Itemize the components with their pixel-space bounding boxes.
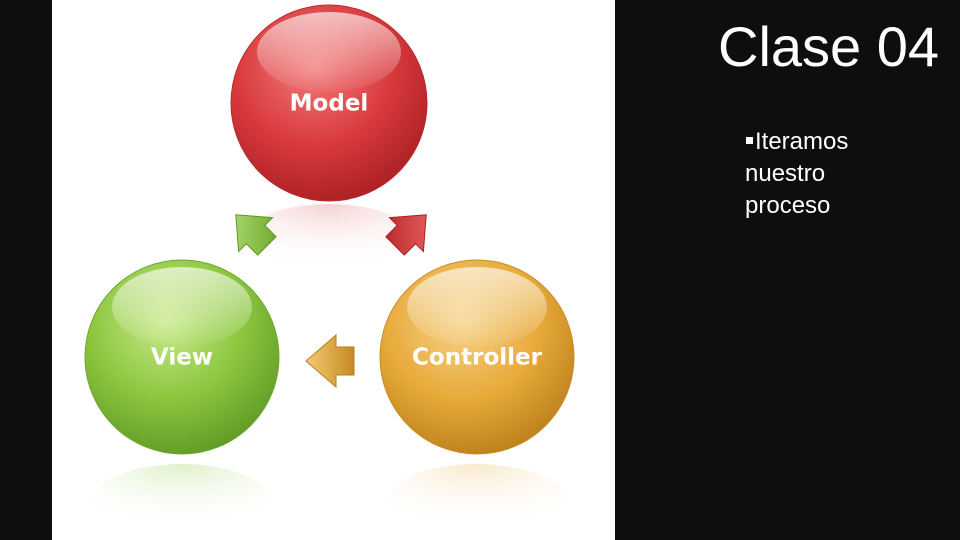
bullet-marker [746,137,753,144]
view-node: View [84,259,280,455]
controller-to-model-arrow [385,214,427,256]
controller-node: Controller [379,259,575,455]
view-reflection [94,464,270,536]
view-label: View [151,345,213,371]
mvc-diagram: Model View Controller [84,4,575,536]
view-to-model-arrow [235,214,277,256]
bullet-item: Iteramos nuestro proceso [745,126,895,222]
slide-title: Clase 04 [718,15,940,78]
diagram-panel: Model View Controller [52,0,615,540]
model-node: Model [230,4,428,202]
model-reflection [241,204,417,276]
bullet-text: Iteramos nuestro proceso [745,128,849,219]
model-label: Model [290,91,369,117]
controller-label: Controller [412,345,543,371]
bullet-list: Iteramos nuestro proceso [745,126,895,222]
controller-to-view-arrow [305,333,355,389]
controller-reflection [389,464,565,536]
